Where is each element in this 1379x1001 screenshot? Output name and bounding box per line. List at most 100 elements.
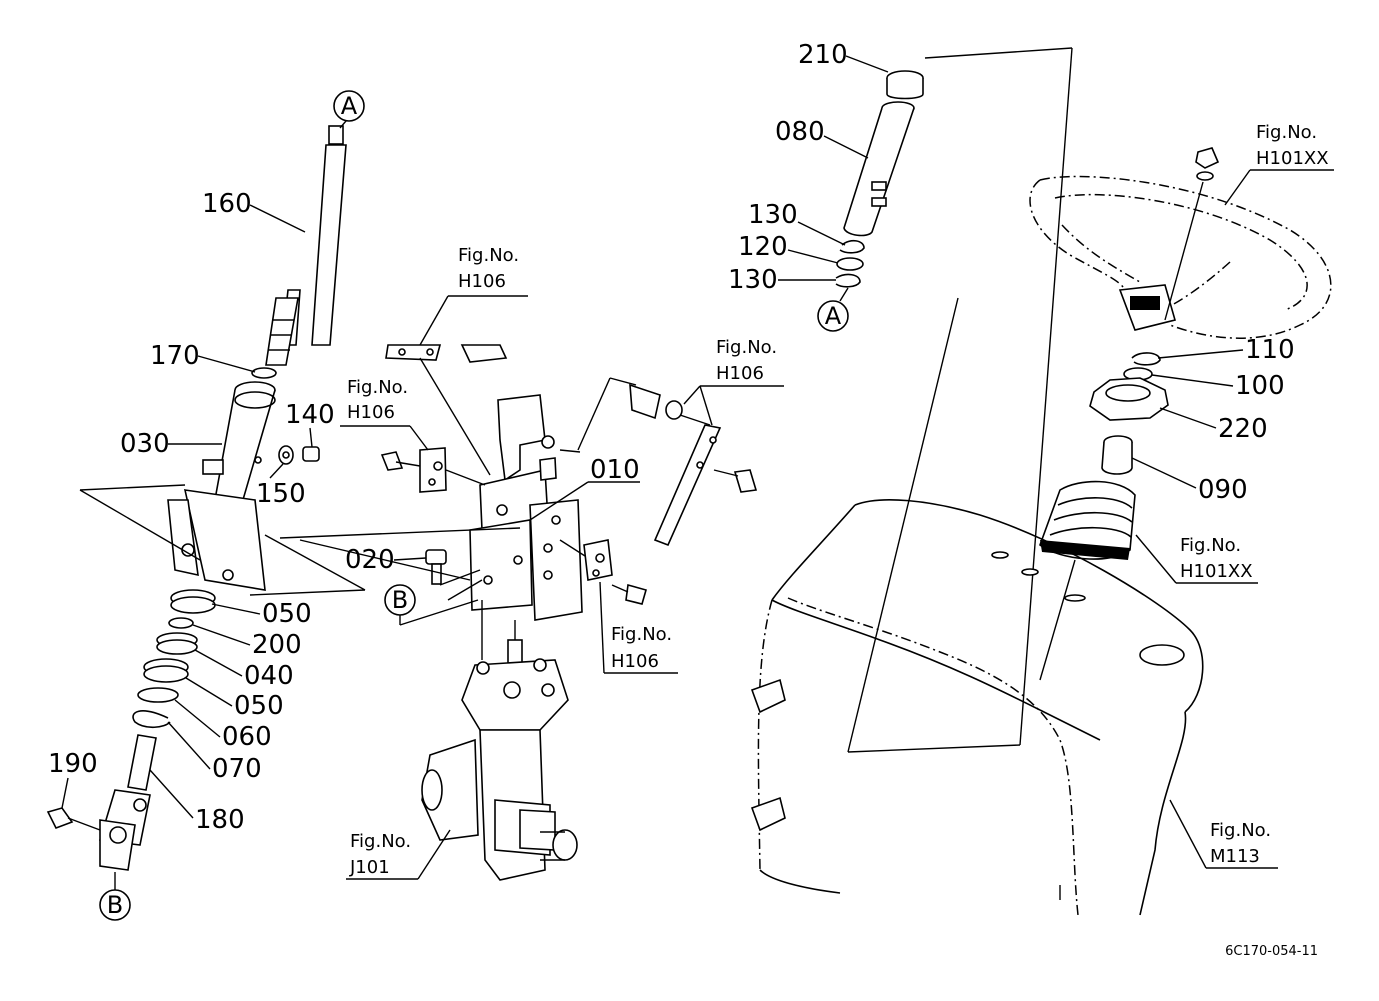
fig-ref-h106-right-title: Fig.No.	[716, 337, 777, 358]
dashboard-cover-m113	[750, 499, 1204, 916]
fig-ref-h101xx-boot: Fig.No. H101XX	[1135, 534, 1258, 584]
fig-ref-h101xx-wheel-code: H101XX	[1256, 148, 1329, 169]
callout-050b-label: 050	[234, 691, 284, 721]
column-tube-030	[202, 381, 276, 511]
circle-a-top: A	[333, 90, 365, 129]
callout-020-label: 020	[345, 545, 395, 575]
circle-b-left-label: B	[392, 586, 408, 614]
steering-wheel	[1029, 147, 1332, 339]
callout-200: 200	[192, 624, 302, 660]
fig-ref-h106-lower-code: H106	[611, 651, 659, 672]
callout-040-label: 040	[244, 661, 294, 691]
callout-040: 040	[194, 649, 294, 691]
callout-090: 090	[1131, 457, 1248, 505]
callout-110-label: 110	[1245, 335, 1295, 365]
callout-060: 060	[174, 699, 272, 752]
pedal-link-h106-right	[559, 377, 758, 547]
washer-110-nut-100	[1123, 352, 1161, 381]
pedal-plate-h106-lower	[559, 539, 647, 605]
circle-b-bottom: B	[99, 872, 131, 921]
callout-080: 080	[775, 117, 869, 159]
snap-ring-170	[251, 367, 277, 379]
callout-170-label: 170	[150, 341, 200, 371]
fig-ref-j101: Fig.No. J101	[346, 829, 451, 880]
steering-shaft-160	[265, 125, 347, 366]
fig-ref-m113: Fig.No. M113	[1169, 799, 1278, 869]
callout-100: 100	[1151, 371, 1285, 401]
fig-ref-h106-left-title: Fig.No.	[347, 377, 408, 398]
callout-120-label: 120	[738, 232, 788, 262]
callout-190: 190	[48, 749, 98, 809]
callout-180-label: 180	[195, 805, 245, 835]
circle-b-left: B	[384, 584, 479, 626]
fig-ref-h106-top-title: Fig.No.	[458, 245, 519, 266]
callout-200-label: 200	[252, 630, 302, 660]
callout-020: 020	[345, 545, 427, 575]
fig-ref-h101xx-wheel: Fig.No. H101XX	[1224, 122, 1334, 206]
callout-130b: 130	[728, 265, 836, 295]
callout-170: 170	[150, 341, 256, 373]
fig-ref-h106-lower: Fig.No. H106	[599, 581, 678, 674]
fig-ref-h106-right-code: H106	[716, 363, 764, 384]
callout-070: 070	[167, 721, 262, 784]
callout-050a: 050	[211, 599, 312, 629]
circle-a-top-label: A	[341, 92, 358, 120]
cap-210	[886, 70, 924, 100]
pedal-plate-h106-left	[380, 447, 486, 493]
upper-tube-080	[843, 101, 915, 237]
bolt-020	[425, 549, 447, 585]
snap-ring-130-lower	[835, 273, 861, 288]
callout-030-label: 030	[120, 429, 170, 459]
bracket-guide-lines	[279, 527, 521, 660]
callout-220: 220	[1159, 407, 1268, 444]
fig-ref-h106-right: Fig.No. H106	[683, 337, 784, 426]
washer-150-bolt-140	[278, 445, 320, 465]
callout-150-label: 150	[256, 479, 306, 509]
callout-050a-label: 050	[262, 599, 312, 629]
fig-ref-h106-top-code: H106	[458, 271, 506, 292]
steering-gearbox-j101	[421, 620, 578, 881]
callout-210-label: 210	[798, 40, 848, 70]
seal-and-bearing-stack	[132, 589, 216, 729]
callout-050b: 050	[185, 677, 284, 721]
callout-160: 160	[202, 189, 306, 233]
fig-ref-m113-code: M113	[1210, 846, 1260, 867]
fig-ref-j101-title: Fig.No.	[350, 831, 411, 852]
callout-120: 120	[738, 232, 839, 264]
callout-210: 210	[798, 40, 889, 73]
callout-140: 140	[285, 400, 335, 448]
fig-ref-h106-left-code: H106	[347, 402, 395, 423]
column-boot-h101xx	[1039, 480, 1136, 681]
callout-140-label: 140	[285, 400, 335, 430]
callout-010: 010	[529, 455, 640, 521]
brake-pedal-bracket-010	[469, 394, 583, 621]
circle-b-bottom-label: B	[107, 891, 123, 919]
column-bracket	[79, 484, 366, 596]
callout-130a: 130	[748, 200, 846, 246]
bolt-190	[46, 807, 101, 831]
callout-130b-label: 130	[728, 265, 778, 295]
callout-150: 150	[256, 463, 306, 509]
bearing-120	[836, 257, 864, 271]
callout-080-label: 080	[775, 117, 825, 147]
circle-a-shaft: A	[817, 287, 849, 332]
fig-ref-h101xx-boot-title: Fig.No.	[1180, 535, 1241, 556]
fig-ref-j101-code: J101	[349, 857, 390, 878]
assembly-guide-polygon	[847, 47, 1073, 753]
brake-rod-clip-h106	[385, 344, 508, 476]
callout-030: 030	[120, 429, 222, 459]
callout-100-label: 100	[1235, 371, 1285, 401]
callout-090-label: 090	[1198, 475, 1248, 505]
universal-joint-180	[98, 734, 157, 871]
circle-a-shaft-label: A	[825, 302, 842, 330]
callout-110: 110	[1157, 335, 1295, 365]
callout-060-label: 060	[222, 722, 272, 752]
callout-130a-label: 130	[748, 200, 798, 230]
nut-220	[1089, 377, 1169, 421]
fig-ref-h101xx-wheel-title: Fig.No.	[1256, 122, 1317, 143]
fig-ref-h106-top: Fig.No. H106	[419, 245, 528, 346]
callout-070-label: 070	[212, 754, 262, 784]
bushing-090	[1101, 435, 1133, 475]
callout-180: 180	[149, 769, 245, 835]
